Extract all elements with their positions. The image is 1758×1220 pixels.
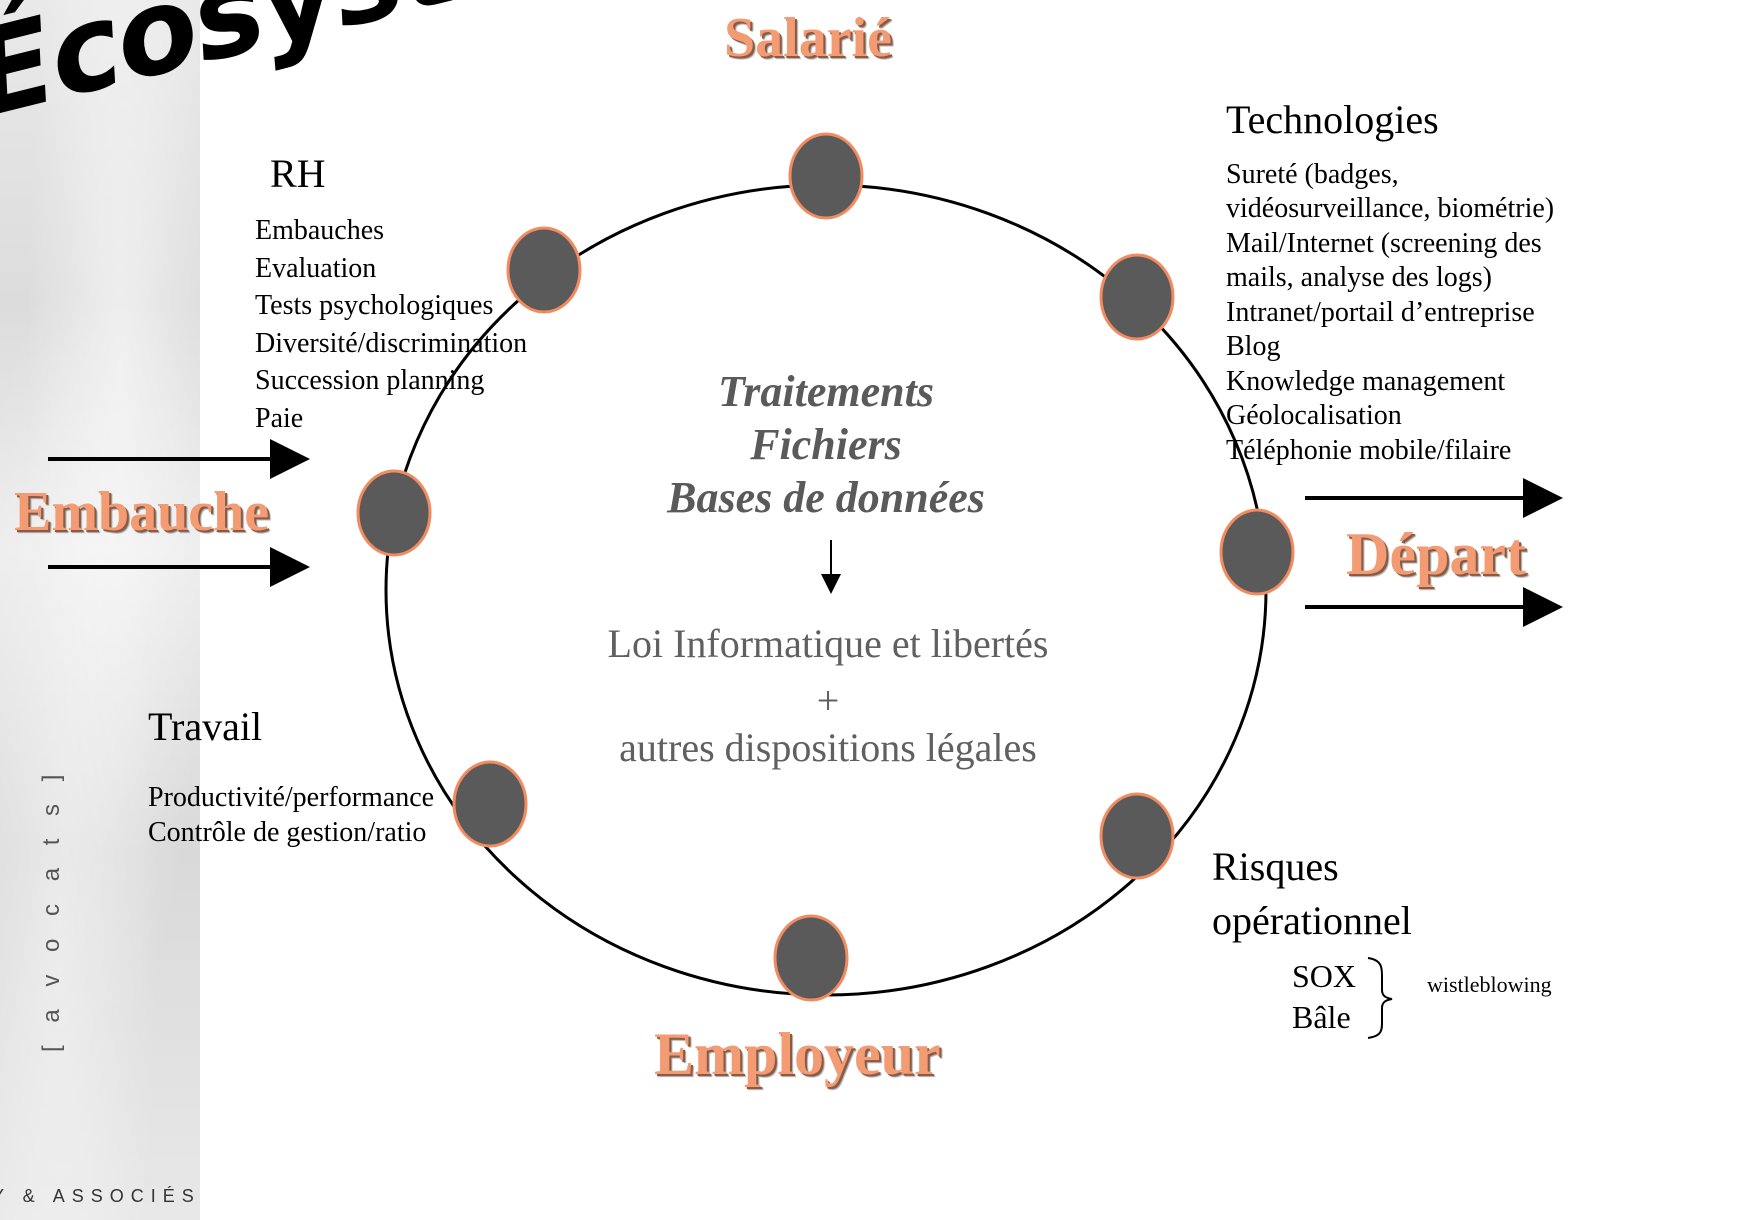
- technologies-title: Technologies: [1226, 97, 1439, 142]
- list-item: SOX: [1292, 958, 1357, 994]
- node-bottom-right: [1099, 792, 1175, 880]
- travail-title: Travail: [148, 704, 263, 749]
- node-left: [356, 469, 432, 557]
- center-line: Traitements: [718, 367, 934, 416]
- risques-title-line2: opérationnel: [1212, 898, 1412, 943]
- risques-title: Risques opérationnel: [1212, 840, 1412, 948]
- node-top-right: [1099, 253, 1175, 341]
- list-item: Téléphonie mobile/filaire: [1226, 434, 1512, 466]
- center-processing: Traitements Fichiers Bases de données: [626, 366, 1026, 524]
- list-item: Evaluation: [255, 252, 377, 284]
- risques-list: SOX Bâle: [1292, 956, 1356, 1038]
- list-item: Diversité/discrimination: [255, 327, 528, 359]
- list-item: Sureté (badges,: [1226, 159, 1399, 190]
- list-item: Paie: [255, 402, 304, 434]
- list-item: mails, analyse des logs): [1226, 262, 1492, 294]
- brace-label: wistleblowing: [1427, 972, 1552, 997]
- firm-footer: Y & ASSOCIÉS: [0, 1186, 201, 1206]
- list-item: Bâle: [1292, 998, 1351, 1035]
- list-item: Knowledge management: [1226, 365, 1506, 397]
- list-item: Géolocalisation: [1226, 400, 1402, 432]
- rh-list: Embauches Evaluation Tests psychologique…: [255, 212, 527, 437]
- list-item: Succession planning: [255, 365, 485, 397]
- pole-embauche: Embauche: [14, 481, 270, 543]
- list-item: vidéosurveillance, biométrie): [1226, 193, 1555, 225]
- list-item: Mail/Internet (screening des: [1226, 227, 1542, 259]
- center-line: Fichiers: [750, 419, 902, 469]
- law-line1: Loi Informatique et libertés: [607, 621, 1049, 666]
- list-item: Blog: [1226, 331, 1281, 363]
- pole-employeur: Employeur: [654, 1021, 941, 1087]
- node-right: [1219, 508, 1295, 596]
- sidebar-background: [0, 0, 200, 1220]
- pole-salarie: Salarié: [724, 7, 892, 69]
- law-plus: +: [816, 678, 840, 723]
- node-bottom-left: [452, 760, 528, 848]
- node-top-left: [506, 226, 582, 314]
- list-item: Productivité/performance: [148, 782, 435, 813]
- list-item: Intranet/portail d’entreprise: [1226, 296, 1535, 328]
- risques-title-line1: Risques: [1212, 844, 1339, 889]
- technologies-list: Sureté (badges, vidéosurveillance, biomé…: [1226, 158, 1554, 468]
- cycle-nodes: [356, 132, 1295, 1002]
- risques-brace: [1367, 957, 1393, 1039]
- rh-title: RH: [270, 151, 326, 196]
- law-line2: autres dispositions légales: [619, 725, 1037, 770]
- list-item: Embauches: [255, 215, 385, 246]
- travail-list: Productivité/performance Contrôle de ges…: [148, 780, 434, 850]
- pole-depart: Départ: [1346, 521, 1526, 587]
- list-item: Tests psychologiques: [255, 290, 494, 322]
- list-item: Contrôle de gestion/ratio: [148, 817, 427, 848]
- center-line: Bases de données: [667, 472, 985, 522]
- node-top: [788, 132, 864, 220]
- node-bottom: [773, 914, 849, 1002]
